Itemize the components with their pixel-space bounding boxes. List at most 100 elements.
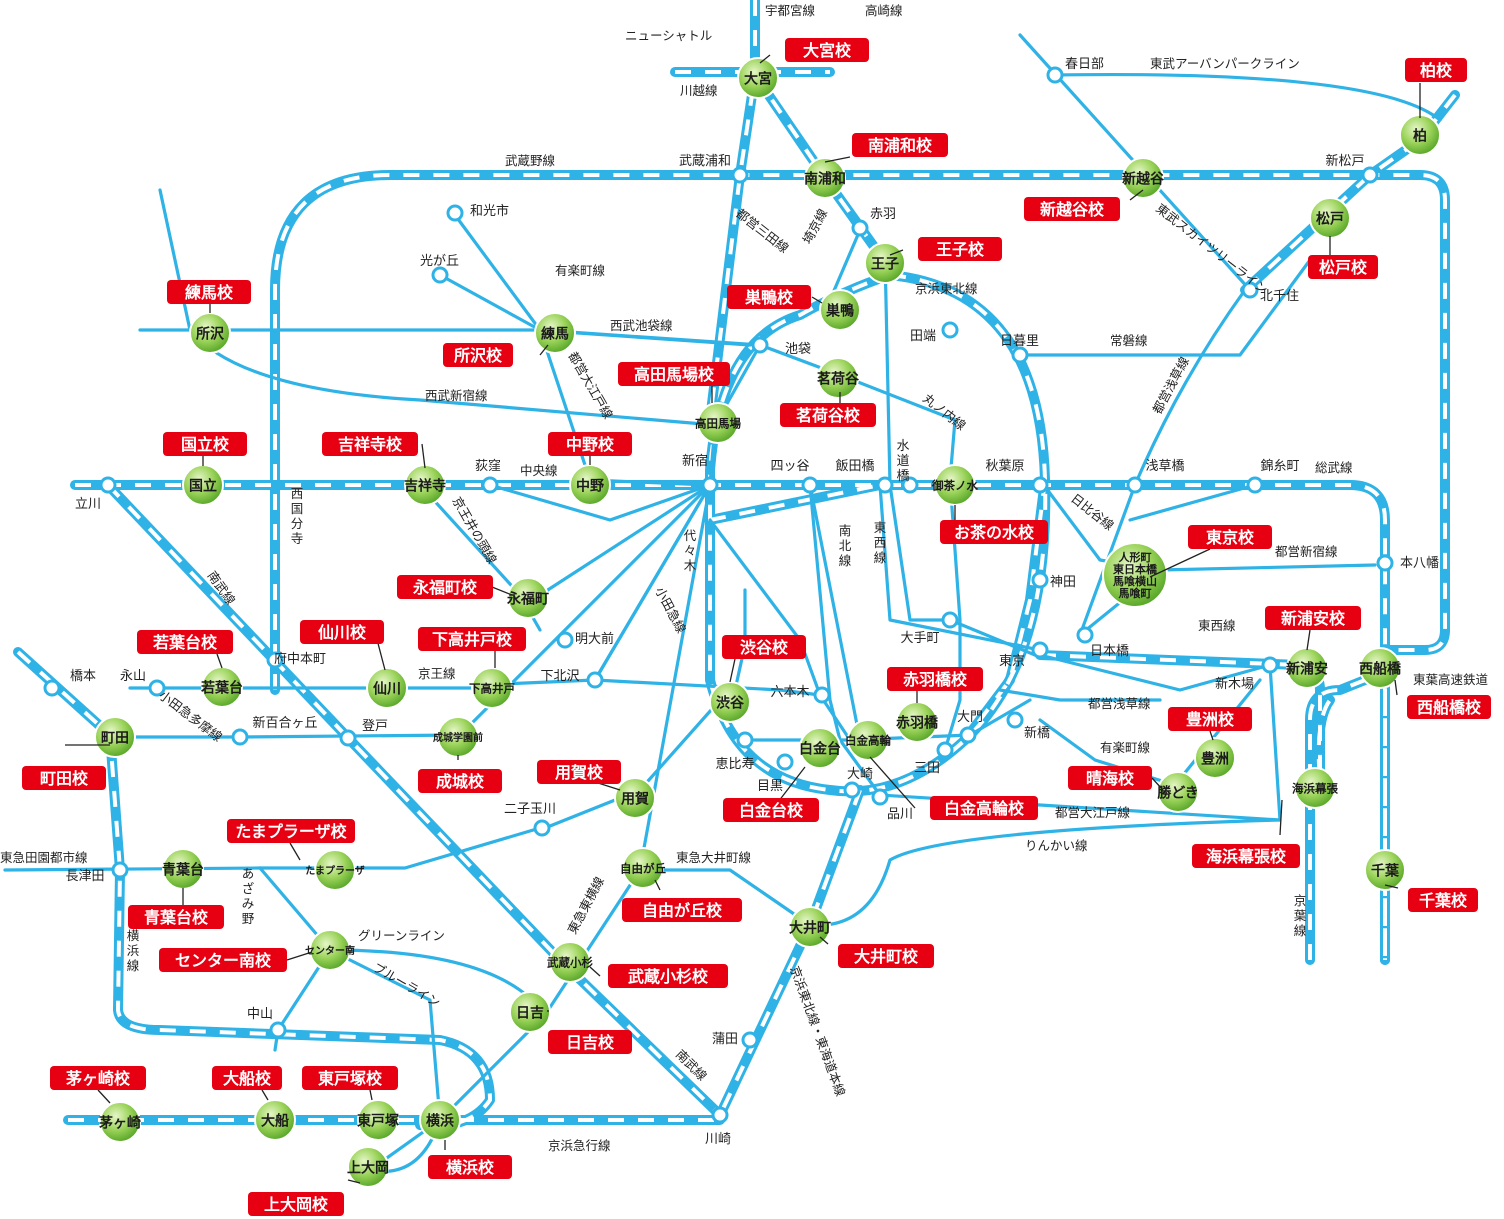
small-station-16: 浅草橋 — [1126, 459, 1185, 494]
school-14[interactable]: お茶の水校 — [940, 505, 1048, 544]
school-6[interactable]: 巣鴨校 — [727, 285, 823, 309]
line-label-6: 京浜東北線 — [915, 281, 978, 296]
small-station-30: 登戸 — [339, 719, 388, 747]
school-3[interactable]: 柏校 — [1405, 58, 1467, 118]
school-44[interactable]: 上大岡校 — [248, 1179, 361, 1216]
school-11[interactable]: 国立校 — [163, 432, 247, 466]
line-label-32: 有楽町線 — [1100, 740, 1151, 755]
school-label: 東戸塚校 — [318, 1069, 383, 1088]
school-4[interactable]: 松戸校 — [1308, 236, 1378, 279]
school-15[interactable]: 東京校 — [1149, 525, 1272, 578]
school-37[interactable]: 大井町校 — [819, 936, 934, 968]
small-station-27: 橋本 — [43, 669, 96, 697]
school-26[interactable]: 豊洲校 — [1168, 707, 1252, 741]
school-28[interactable]: 西船橋校 — [1394, 679, 1491, 719]
line-label-43: ブルーライン — [371, 960, 443, 1010]
school-label: 海浜幕張校 — [1206, 847, 1287, 866]
school-label: 王子校 — [936, 240, 985, 259]
school-2[interactable]: 新越谷校 — [1024, 189, 1144, 221]
school-9[interactable]: 高田馬場校 — [618, 362, 730, 403]
school-label: 下高井戸校 — [432, 630, 513, 649]
school-10[interactable]: 茗荷谷校 — [780, 392, 876, 427]
school-1[interactable]: 南浦和校 — [824, 133, 948, 163]
school-25[interactable]: 用賀校 — [537, 760, 621, 791]
small-station-34: 新橋 — [1006, 711, 1050, 741]
school-21[interactable]: 渋谷校 — [722, 635, 806, 683]
line-label-0: 宇都宮線 — [765, 3, 816, 18]
school-19[interactable]: 若葉台校 — [137, 630, 233, 669]
station-label: 四ッ谷 — [770, 459, 809, 474]
school-36[interactable]: センター南校 — [159, 948, 313, 972]
small-station-18: 本八幡 — [1376, 554, 1439, 572]
line-label-35: りんかい線 — [1025, 838, 1088, 853]
station-label: 二子玉川 — [504, 802, 556, 817]
small-station-15: 秋葉原 — [985, 459, 1049, 494]
station-label: 巣鴨 — [825, 302, 854, 319]
station-label: 田端 — [910, 329, 936, 344]
line-label-1: 高崎線 — [865, 3, 903, 18]
school-label: 所沢校 — [454, 346, 503, 365]
school-7[interactable]: 所沢校 — [443, 343, 549, 367]
small-station-3: 日暮里 — [1000, 334, 1039, 364]
school-43[interactable]: 横浜校 — [428, 1140, 512, 1179]
small-station-39: 二子玉川 — [504, 802, 556, 837]
station-label: 長津田 — [65, 869, 104, 884]
school-13[interactable]: 中野校 — [548, 432, 632, 465]
school-label: 国立校 — [181, 435, 230, 454]
school-29[interactable]: 白金台校 — [723, 766, 819, 822]
school-32[interactable]: たまプラーザ校 — [227, 819, 355, 861]
school-18[interactable]: 下高井戸校 — [418, 627, 526, 668]
school-12[interactable]: 吉祥寺校 — [322, 432, 426, 469]
station-22: 渋谷 — [709, 681, 751, 723]
school-17[interactable]: 仙川校 — [300, 620, 386, 671]
station-label: 蒲田 — [712, 1032, 738, 1047]
jr-line-dashes — [16, 0, 1457, 1128]
school-label: 晴海校 — [1086, 769, 1135, 788]
school-20[interactable]: 新浦安校 — [1265, 606, 1361, 651]
station-label: 日吉 — [516, 1004, 544, 1021]
school-label: 新越谷校 — [1040, 200, 1105, 219]
station-41: 大船 — [254, 1099, 296, 1141]
station-2: 新越谷 — [1122, 157, 1165, 199]
school-24[interactable]: 成城校 — [418, 755, 502, 793]
school-38[interactable]: 武蔵小杉校 — [589, 964, 728, 988]
station-label: 茗荷谷 — [817, 370, 860, 387]
school-30[interactable]: 白金高輪校 — [869, 756, 1038, 820]
station-label: 中野 — [576, 477, 604, 494]
school-41[interactable]: 大船校 — [212, 1066, 282, 1101]
station-28: 新浦安 — [1286, 647, 1328, 689]
school-34[interactable]: 青葉台校 — [128, 888, 224, 929]
line-label-13: 常磐線 — [1110, 333, 1148, 348]
station-14: 御茶ノ水 — [931, 464, 978, 506]
school-40[interactable]: 茅ヶ崎校 — [50, 1066, 146, 1104]
school-label: 中野校 — [566, 435, 615, 454]
school-label: 南浦和校 — [868, 136, 933, 155]
station-label: 川崎 — [705, 1132, 731, 1147]
small-station-2: 北千住 — [1241, 281, 1299, 304]
station-32: 千葉 — [1364, 849, 1406, 891]
station-6: 巣鴨 — [819, 289, 861, 331]
line-label-36: 東急大井町線 — [676, 850, 752, 865]
school-35[interactable]: 千葉校 — [1384, 884, 1478, 912]
line-label-41: あざみ野 — [242, 866, 255, 926]
school-42[interactable]: 東戸塚校 — [302, 1066, 398, 1101]
station-label: 春日部 — [1065, 57, 1104, 72]
school-23[interactable]: 町田校 — [22, 744, 110, 790]
school-39[interactable]: 日吉校 — [547, 1010, 632, 1054]
school-label: 若葉台校 — [152, 633, 218, 652]
station-31: 海浜幕張 — [1292, 767, 1338, 809]
small-station-44: 水道橋 — [896, 439, 919, 494]
school-33[interactable]: 自由が丘校 — [622, 879, 742, 922]
school-8[interactable]: 練馬校 — [167, 280, 251, 313]
school-5[interactable]: 王子校 — [889, 237, 1002, 261]
station-label: 西船橋 — [1359, 660, 1402, 677]
school-31[interactable]: 海浜幕張校 — [1192, 799, 1300, 868]
school-0[interactable]: 大宮校 — [759, 38, 869, 64]
school-22[interactable]: 赤羽橋校 — [887, 667, 983, 703]
small-station-40: 長津田 — [65, 861, 129, 884]
station-label: 飯田橋 — [835, 459, 874, 474]
school-27[interactable]: 晴海校 — [1068, 766, 1164, 791]
school-16[interactable]: 永福町校 — [397, 575, 513, 599]
school-label: センター南校 — [175, 951, 272, 970]
small-station-17: 錦糸町 — [1246, 458, 1300, 494]
